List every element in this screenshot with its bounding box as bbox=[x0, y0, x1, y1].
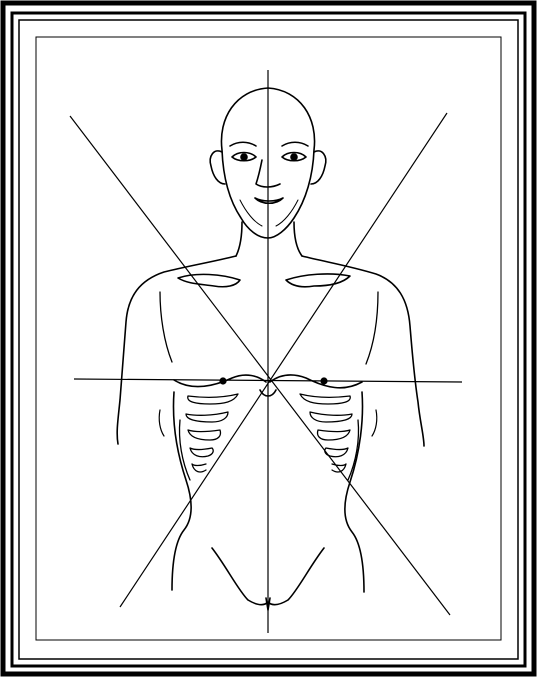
right-eyebrow bbox=[282, 142, 308, 146]
right-arm-inner-contour bbox=[372, 410, 377, 436]
ribcage bbox=[179, 394, 358, 480]
left-inner-arm bbox=[160, 292, 172, 362]
right-pupil bbox=[291, 154, 297, 160]
left-rib-2 bbox=[186, 412, 228, 422]
neck-right bbox=[294, 222, 302, 256]
left-rib-4 bbox=[190, 448, 213, 457]
left-costal-margin bbox=[179, 420, 190, 480]
left-arm-inner-contour bbox=[159, 410, 164, 436]
left-rib-1 bbox=[188, 394, 238, 404]
left-torso-side bbox=[172, 392, 191, 590]
right-rib-1 bbox=[300, 394, 350, 404]
left-shoulder-arm-outline bbox=[117, 256, 236, 444]
right-rib-4 bbox=[325, 448, 348, 457]
neck-left bbox=[236, 222, 242, 256]
right-rib-5 bbox=[332, 464, 346, 472]
left-clavicle bbox=[178, 274, 240, 286]
right-rib-3 bbox=[317, 430, 350, 440]
right-clavicle bbox=[286, 274, 350, 287]
right-inner-arm bbox=[366, 292, 378, 364]
left-pupil bbox=[241, 154, 247, 160]
right-nipple-dot bbox=[320, 377, 327, 384]
left-rib-3 bbox=[188, 430, 221, 440]
mouth bbox=[255, 198, 283, 203]
left-eyebrow bbox=[230, 142, 256, 146]
right-torso-side bbox=[345, 392, 364, 592]
left-rib-5 bbox=[192, 464, 206, 472]
left-nipple-dot bbox=[219, 377, 226, 384]
reference-lines bbox=[70, 70, 462, 633]
diagonal-line-right-to-left bbox=[120, 113, 447, 607]
right-rib-2 bbox=[310, 412, 352, 422]
diagonal-line-left-to-right bbox=[70, 116, 450, 615]
torso bbox=[117, 222, 424, 610]
